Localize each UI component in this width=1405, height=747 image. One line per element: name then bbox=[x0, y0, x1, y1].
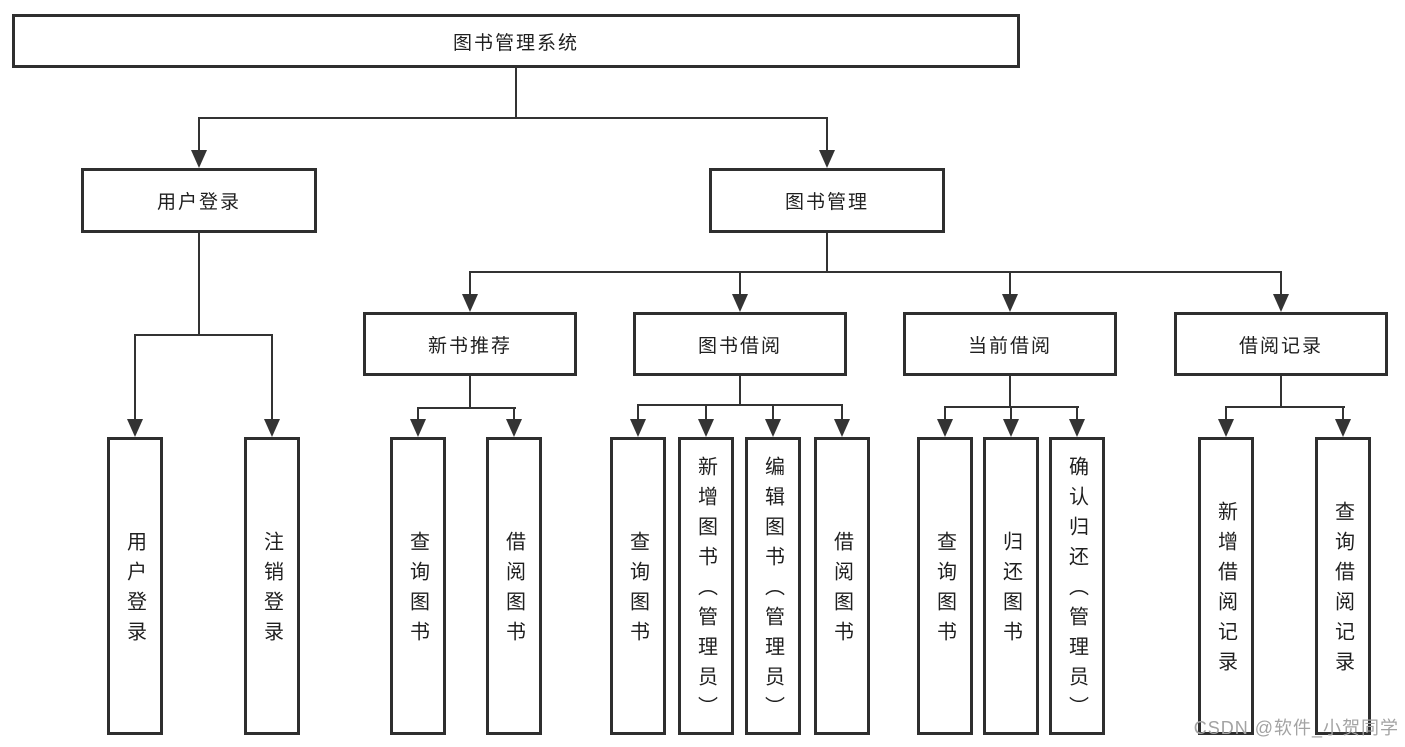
connector-line bbox=[826, 233, 828, 273]
connector-line bbox=[134, 334, 273, 336]
node-book-borrowing: 图书借阅 bbox=[633, 312, 847, 376]
arrow-down-icon bbox=[506, 419, 522, 437]
connector-line bbox=[944, 406, 1079, 408]
connector-line bbox=[513, 409, 515, 420]
leaf-query-books: 查询图书 bbox=[917, 437, 973, 735]
connector-line bbox=[469, 376, 471, 409]
node-new-book-recommendation: 新书推荐 bbox=[363, 312, 577, 376]
leaf-label: 查询图书 bbox=[626, 531, 649, 651]
connector-line bbox=[1225, 406, 1345, 408]
leaf-label: 注销登录 bbox=[260, 531, 283, 651]
leaf-query-books: 查询图书 bbox=[610, 437, 666, 735]
leaf-label: 查询借阅记录 bbox=[1331, 501, 1354, 681]
arrow-down-icon bbox=[1218, 419, 1234, 437]
connector-line bbox=[469, 271, 1282, 273]
connector-line bbox=[417, 407, 516, 409]
arrow-down-icon bbox=[819, 150, 835, 168]
leaf-add-books-admin: 新增图书（管理员） bbox=[678, 437, 734, 735]
arrow-down-icon bbox=[630, 419, 646, 437]
connector-line bbox=[1076, 408, 1078, 420]
node-borrowing-records: 借阅记录 bbox=[1174, 312, 1388, 376]
leaf-label: 查询图书 bbox=[406, 531, 429, 651]
arrow-down-icon bbox=[765, 419, 781, 437]
connector-line bbox=[515, 68, 517, 119]
leaf-query-borrow-record: 查询借阅记录 bbox=[1315, 437, 1371, 735]
connector-line bbox=[469, 273, 471, 295]
connector-line bbox=[841, 406, 843, 420]
leaf-query-books: 查询图书 bbox=[390, 437, 446, 735]
leaf-label: 用户登录 bbox=[123, 531, 146, 651]
connector-line bbox=[705, 406, 707, 420]
arrow-down-icon bbox=[1003, 419, 1019, 437]
arrow-down-icon bbox=[698, 419, 714, 437]
connector-line bbox=[1009, 376, 1011, 408]
connector-line bbox=[417, 409, 419, 420]
connector-line bbox=[134, 336, 136, 420]
leaf-edit-books-admin: 编辑图书（管理员） bbox=[745, 437, 801, 735]
arrow-down-icon bbox=[1002, 294, 1018, 312]
leaf-logout: 注销登录 bbox=[244, 437, 300, 735]
leaf-label: 归还图书 bbox=[999, 531, 1022, 651]
csdn-watermark: CSDN @软件_小贺同学 bbox=[1193, 718, 1399, 738]
connector-line bbox=[198, 119, 200, 152]
arrow-down-icon bbox=[1069, 419, 1085, 437]
leaf-label: 新增图书（管理员） bbox=[694, 456, 717, 726]
arrow-down-icon bbox=[127, 419, 143, 437]
leaf-return-books: 归还图书 bbox=[983, 437, 1039, 735]
connector-line bbox=[271, 336, 273, 420]
connector-line bbox=[1280, 376, 1282, 408]
connector-line bbox=[637, 404, 843, 406]
arrow-down-icon bbox=[1273, 294, 1289, 312]
leaf-add-borrow-record: 新增借阅记录 bbox=[1198, 437, 1254, 735]
node-label: 新书推荐 bbox=[427, 335, 512, 357]
node-user-login: 用户登录 bbox=[81, 168, 317, 233]
arrow-down-icon bbox=[937, 419, 953, 437]
node-label: 借阅记录 bbox=[1238, 335, 1323, 357]
connector-line bbox=[739, 273, 741, 295]
leaf-label: 借阅图书 bbox=[502, 531, 525, 651]
connector-line bbox=[1010, 408, 1012, 420]
connector-line bbox=[198, 233, 200, 336]
leaf-borrow-books: 借阅图书 bbox=[814, 437, 870, 735]
leaf-label: 编辑图书（管理员） bbox=[761, 456, 784, 726]
node-label: 图书管理系统 bbox=[452, 32, 579, 54]
leaf-borrow-books: 借阅图书 bbox=[486, 437, 542, 735]
connector-line bbox=[1009, 273, 1011, 295]
leaf-label: 确认归还（管理员） bbox=[1065, 456, 1088, 726]
connector-line bbox=[1225, 408, 1227, 420]
connector-line bbox=[772, 406, 774, 420]
node-book-management: 图书管理 bbox=[709, 168, 945, 233]
node-label: 当前借阅 bbox=[967, 335, 1052, 357]
arrow-down-icon bbox=[410, 419, 426, 437]
leaf-label: 查询图书 bbox=[933, 531, 956, 651]
node-label: 图书管理 bbox=[784, 192, 869, 213]
arrow-down-icon bbox=[462, 294, 478, 312]
arrow-down-icon bbox=[834, 419, 850, 437]
arrow-down-icon bbox=[732, 294, 748, 312]
arrow-down-icon bbox=[191, 150, 207, 168]
leaf-label: 借阅图书 bbox=[830, 531, 853, 651]
connector-line bbox=[1342, 408, 1344, 420]
node-label: 图书借阅 bbox=[697, 335, 782, 357]
leaf-user-login: 用户登录 bbox=[107, 437, 163, 735]
node-label: 用户登录 bbox=[156, 192, 241, 213]
connector-line bbox=[944, 408, 946, 420]
leaf-label: 新增借阅记录 bbox=[1214, 501, 1237, 681]
node-library-management-system: 图书管理系统 bbox=[12, 14, 1020, 68]
connector-line bbox=[826, 119, 828, 152]
connector-line bbox=[739, 376, 741, 406]
arrow-down-icon bbox=[264, 419, 280, 437]
connector-line bbox=[637, 406, 639, 420]
arrow-down-icon bbox=[1335, 419, 1351, 437]
connector-line bbox=[1280, 273, 1282, 295]
node-current-borrowing: 当前借阅 bbox=[903, 312, 1117, 376]
connector-line bbox=[198, 117, 828, 119]
leaf-confirm-return-admin: 确认归还（管理员） bbox=[1049, 437, 1105, 735]
